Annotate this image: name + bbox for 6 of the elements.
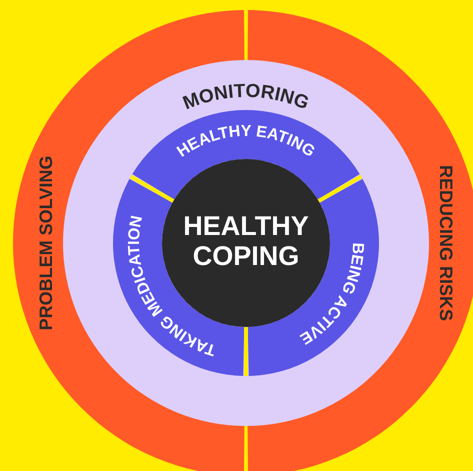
middle-disc (63, 60, 429, 426)
center-label: HEALTHY COPING (182, 211, 310, 271)
segment-label: PROBLEM SOLVING (36, 156, 56, 330)
inner-ring-segment (132, 110, 360, 200)
segment-label: REDUCING RISKS (436, 165, 456, 321)
ring-label: MONITORING (180, 80, 312, 114)
